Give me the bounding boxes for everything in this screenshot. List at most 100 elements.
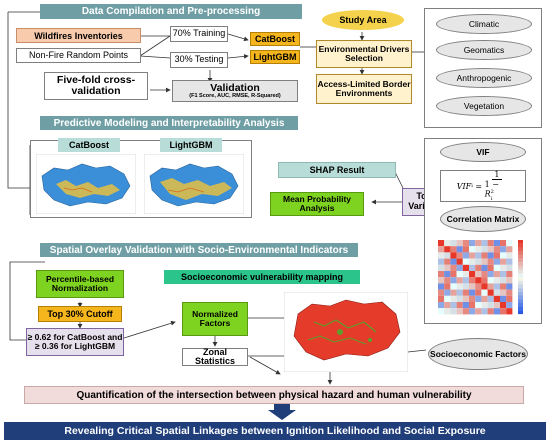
shap-result-box: SHAP Result [278,162,396,178]
heatmap-cell [438,264,445,271]
wildfire-inventories-box: Wildfires Inventories [16,28,141,43]
heatmap-cell [438,246,445,253]
heatmap-cell [462,302,469,309]
heatmap-cell [469,264,476,271]
heatmap-cell [481,308,488,315]
heatmap-cell [475,271,482,278]
heatmap-cell [438,302,445,309]
stage-predictive-modeling: Predictive Modeling and Interpretability… [40,116,298,130]
heatmap-cell [444,258,451,265]
top-cutoff-box: Top 30% Cutoff [38,306,122,322]
percentile-normalization-box: Percentile-based Normalization [36,270,124,298]
heatmap-cell [456,295,463,302]
heatmap-cell [450,277,457,284]
heatmap-colorbar-segment [518,284,523,289]
heatmap-cell [469,246,476,253]
heatmap-cell [444,283,451,290]
heatmap-cell [456,271,463,278]
heatmap-cell [475,283,482,290]
heatmap-colorbar-segment [518,306,523,311]
heatmap-cell [456,258,463,265]
heatmap-cell [506,258,513,265]
stage-spatial-overlay: Spatial Overlay Validation with Socio-En… [40,243,358,257]
heatmap-cell [469,295,476,302]
heatmap-cell [444,295,451,302]
heatmap-cell [493,252,500,259]
heatmap-cell [493,308,500,315]
heatmap-cell [456,283,463,290]
heatmap-cell [500,264,507,271]
heatmap-cell [450,283,457,290]
heatmap-colorbar-segment [518,273,523,278]
heatmap-cell [481,283,488,290]
heatmap-cell [456,277,463,284]
lightgbm-map [144,154,244,214]
heatmap-cell [462,295,469,302]
heatmap-cell [506,252,513,259]
heatmap-cell [493,277,500,284]
heatmap-cell [487,252,494,259]
catboost-map-label: CatBoost [58,138,120,152]
heatmap-cell [475,295,482,302]
heatmap-cell [493,246,500,253]
heatmap-cell [469,308,476,315]
heatmap-colorbar-segment [518,291,523,296]
heatmap-cell [450,246,457,253]
heatmap-cell [475,302,482,309]
heatmap-cell [469,240,476,247]
heatmap-cell [438,295,445,302]
heatmap-cell [487,308,494,315]
heatmap-cell [469,283,476,290]
heatmap-colorbar-segment [518,280,523,285]
heatmap-cell [500,258,507,265]
heatmap-cell [500,283,507,290]
heatmap-cell [506,302,513,309]
heatmap-cell [481,240,488,247]
environmental-drivers-box: Environmental Drivers Selection [316,40,412,68]
study-area-oval: Study Area [322,10,404,30]
heatmap-cell [438,271,445,278]
heatmap-cell [469,302,476,309]
driver-group-vegetation: Vegetation [436,96,532,116]
heatmap-cell [450,308,457,315]
heatmap-cell [438,252,445,259]
heatmap-cell [438,277,445,284]
heatmap-colorbar-segment [518,299,523,303]
heatmap-cell [506,308,513,315]
heatmap-cell [450,258,457,265]
heatmap-cell [450,289,457,296]
heatmap-cell [493,264,500,271]
heatmap-cell [500,302,507,309]
validation-box: Validation (F1 Score, AUC, RMSE, R-Squar… [172,80,298,102]
heatmap-cell [493,289,500,296]
heatmap-colorbar-segment [518,265,523,270]
heatmap-cell [469,271,476,278]
heatmap-cell [487,295,494,302]
heatmap-cell [444,240,451,247]
heatmap-cell [487,302,494,309]
heatmap-cell [493,295,500,302]
heatmap-cell [444,308,451,315]
cross-validation-box: Five-fold cross-validation [44,72,148,100]
heatmap-cell [475,277,482,284]
heatmap-cell [506,271,513,278]
heatmap-cell [475,246,482,253]
heatmap-cell [469,289,476,296]
heatmap-cell [469,252,476,259]
heatmap-cell [500,252,507,259]
heatmap-cell [500,308,507,315]
correlation-oval: Correlation Matrix [440,206,526,232]
threshold-box: ≥ 0.62 for CatBoost and ≥ 0.36 for Light… [26,328,124,356]
validation-title: Validation [210,81,260,94]
heatmap-cell [500,271,507,278]
heatmap-cell [456,289,463,296]
heatmap-cell [456,308,463,315]
heatmap-cell [506,264,513,271]
heatmap-cell [500,246,507,253]
heatmap-cell [438,289,445,296]
heatmap-cell [456,302,463,309]
heatmap-cell [506,283,513,290]
heatmap-cell [475,252,482,259]
heatmap-cell [438,258,445,265]
heatmap-cell [493,240,500,247]
